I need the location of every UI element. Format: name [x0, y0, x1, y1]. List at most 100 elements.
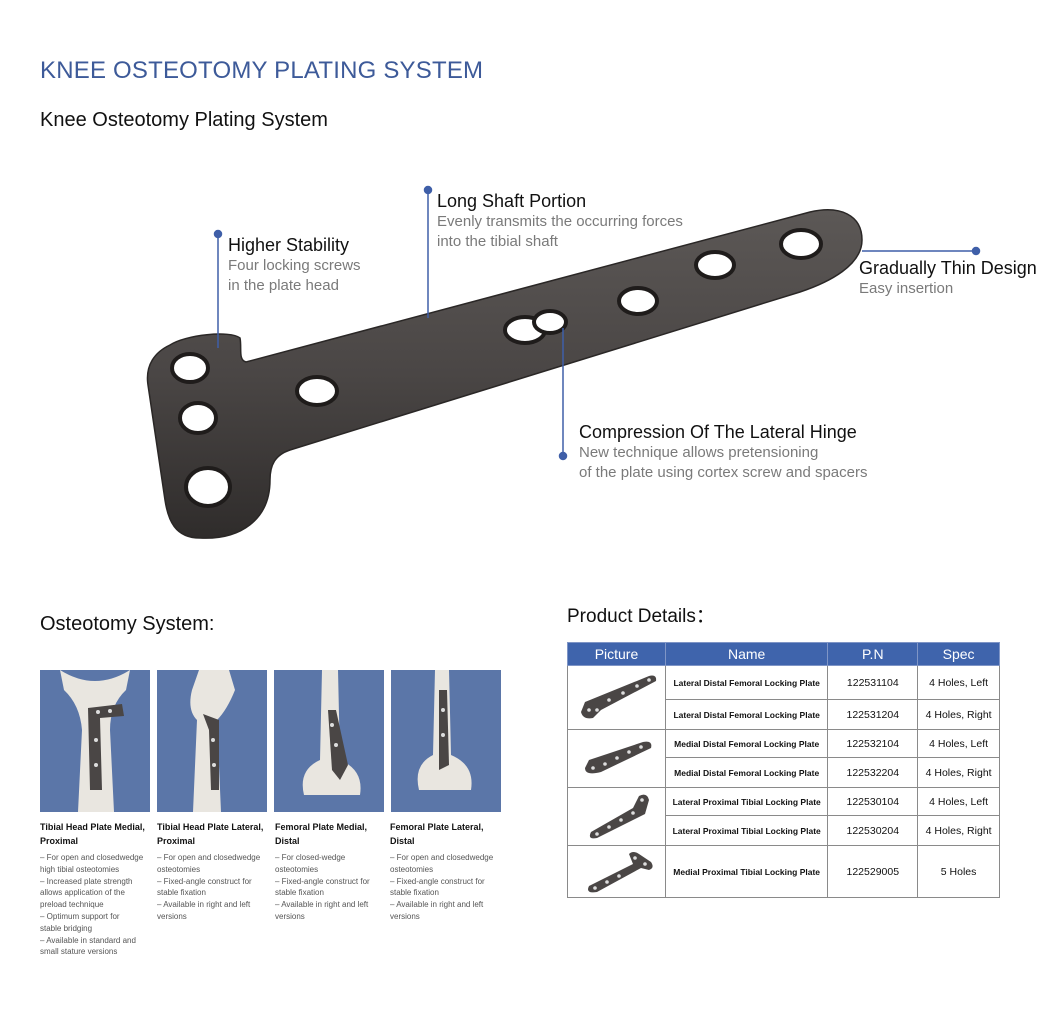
card-femoral-lateral: Femoral Plate Lateral, Distal – For open… [390, 820, 505, 923]
tplate-body [146, 209, 863, 539]
product-heading: Product Details： [567, 606, 715, 627]
card-tibial-lateral: Tibial Head Plate Lateral, Proximal – Fo… [157, 820, 272, 923]
table-cell-spec: 4 Holes, Right [917, 815, 1000, 846]
card-image-femoral-lateral [391, 670, 501, 812]
column-header: P.N [827, 642, 919, 666]
card-tibial-medial: Tibial Head Plate Medial, Proximal – For… [40, 820, 155, 958]
card-image-tibial-medial [40, 670, 150, 812]
column-header: Picture [567, 642, 666, 666]
card-desc: – Fixed-angle construct for [157, 876, 252, 886]
card-desc: – Available in right and left [157, 900, 251, 910]
table-cell-name: Medial Distal Femoral Locking Plate [664, 757, 829, 788]
card-title: Distal [275, 836, 300, 846]
product-table: Picture Name P.N Spec Lateral Distal Fem… [567, 642, 1000, 898]
callout-line: Easy insertion [859, 280, 954, 297]
card-desc: – Increased plate strength [40, 876, 133, 886]
table-cell-pn: 122529005 [827, 845, 919, 898]
card-desc: – Fixed-angle construct for [390, 876, 485, 886]
card-title: Femoral Plate Medial, [275, 822, 368, 832]
callout-title: Long Shaft Portion [437, 191, 587, 211]
table-cell-spec: 4 Holes, Left [917, 665, 1000, 700]
callout-line: in the plate head [228, 277, 339, 294]
osteotomy-heading: Osteotomy System: [40, 613, 215, 635]
card-desc: versions [275, 911, 305, 921]
card-desc: allows application of the [40, 888, 125, 898]
card-desc: – Available in standard and [40, 935, 136, 945]
card-desc: versions [390, 911, 420, 921]
card-title: Tibial Head Plate Lateral, [157, 822, 264, 832]
table-cell-pn: 122530104 [827, 787, 919, 816]
callout-line: Evenly transmits the occurring forces [437, 213, 683, 230]
card-desc: preload technique [40, 900, 104, 910]
card-femoral-medial: Femoral Plate Medial, Distal – For close… [275, 820, 390, 923]
table-cell-name: Medial Proximal Tibial Locking Plate [664, 845, 829, 898]
callout-line: of the plate using cortex screw and spac… [579, 464, 868, 481]
column-header: Spec [917, 642, 1000, 666]
card-desc: small stature versions [40, 947, 118, 957]
card-title: Proximal [157, 836, 196, 846]
table-cell-name: Lateral Distal Femoral Locking Plate [664, 699, 829, 730]
plate-picture [567, 665, 666, 730]
table-row: Lateral Proximal Tibial Locking Plate 12… [567, 787, 1000, 846]
callout-compression: Compression Of The Lateral Hinge New tec… [579, 422, 868, 483]
card-desc: stable fixation [275, 888, 324, 898]
table-cell-name: Medial Distal Femoral Locking Plate [664, 729, 829, 758]
callout-line: New technique allows pretensioning [579, 444, 819, 461]
card-desc: – Optimum support for [40, 911, 120, 921]
table-cell-spec: 4 Holes, Left [917, 787, 1000, 816]
card-desc: stable bridging [40, 923, 93, 933]
table-row: Medial Distal Femoral Locking Plate 1225… [567, 729, 1000, 788]
table-cell-pn: 122531204 [827, 699, 919, 730]
card-desc: – For open and closedwedge [157, 853, 261, 862]
card-desc: – Available in right and left [390, 900, 484, 910]
callout-line: Four locking screws [228, 257, 361, 274]
card-image-femoral-medial [274, 670, 384, 812]
table-cell-pn: 122532204 [827, 757, 919, 788]
table-row: Lateral Proximal Tibial Locking Plate 12… [568, 815, 1000, 846]
plate-illustration [146, 185, 981, 539]
plate-picture [567, 729, 666, 788]
card-title: Femoral Plate Lateral, [390, 822, 484, 832]
column-header: Name [664, 642, 829, 666]
card-desc: osteotomies [275, 864, 319, 874]
plate-picture [567, 787, 666, 846]
table-cell-pn: 122531104 [827, 665, 919, 700]
plate-picture [567, 845, 666, 898]
card-desc: – Available in right and left [275, 900, 369, 910]
card-desc: – For open and closedwedge [40, 853, 144, 862]
medial-distal-femoral-plate-image [585, 741, 652, 774]
table-cell-spec: 4 Holes, Right [917, 757, 1000, 788]
card-desc: – For open and closedwedge [390, 853, 494, 862]
card-desc: stable fixation [157, 888, 206, 898]
table-cell-name: Lateral Distal Femoral Locking Plate [664, 665, 829, 700]
card-image-tibial-lateral [157, 670, 267, 812]
table-cell-name: Lateral Proximal Tibial Locking Plate [664, 787, 829, 816]
card-title: Tibial Head Plate Medial, [40, 822, 145, 832]
callout-line: into the tibial shaft [437, 233, 558, 250]
card-desc: – For closed-wedge [275, 853, 346, 862]
table-row: Lateral Distal Femoral Locking Plate 122… [568, 699, 1000, 730]
callout-long-shaft: Long Shaft Portion Evenly transmits the … [437, 191, 683, 252]
table-cell-pn: 122530204 [827, 815, 919, 846]
table-row: Lateral Distal Femoral Locking Plate 122… [567, 665, 1000, 730]
table-cell-name: Lateral Proximal Tibial Locking Plate [664, 815, 829, 846]
card-desc: – Fixed-angle construct for [275, 876, 370, 886]
table-header-row: Picture Name P.N Spec [567, 642, 1000, 666]
card-desc: osteotomies [157, 864, 201, 874]
callout-title: Compression Of The Lateral Hinge [579, 422, 857, 442]
card-desc: stable fixation [390, 888, 439, 898]
callout-title: Higher Stability [228, 235, 350, 255]
callout-title: Gradually Thin Design [859, 258, 1037, 278]
table-cell-spec: 4 Holes, Left [917, 729, 1000, 758]
callout-higher-stability: Higher Stability Four locking screws in … [228, 235, 361, 296]
card-desc: high tibial osteotomies [40, 864, 120, 874]
table-cell-spec: 4 Holes, Right [917, 699, 1000, 730]
callout-lines [213, 185, 981, 461]
card-desc: osteotomies [390, 864, 434, 874]
lateral-distal-femoral-plate-image [581, 675, 657, 719]
card-title: Distal [390, 836, 415, 846]
card-desc: versions [157, 911, 187, 921]
lateral-proximal-tibial-plate-image [590, 794, 650, 839]
table-cell-spec: 5 Holes [917, 845, 1000, 898]
page-subtitle: Knee Osteotomy Plating System [40, 109, 328, 131]
